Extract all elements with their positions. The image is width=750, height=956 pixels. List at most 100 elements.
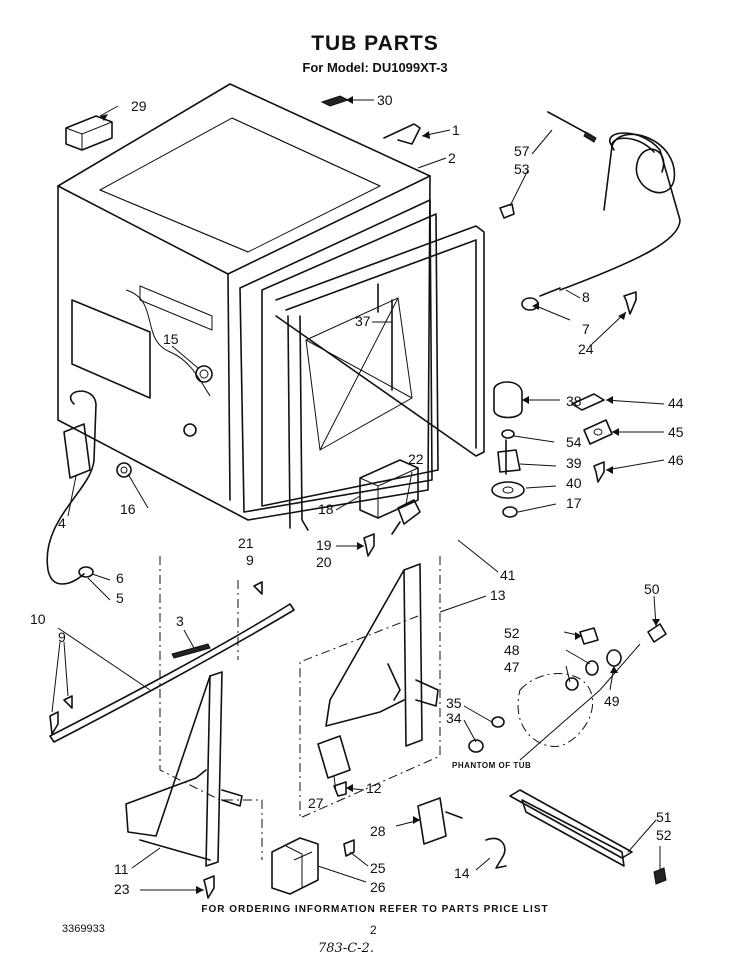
- callout-51: 51: [656, 809, 672, 825]
- callout-10: 10: [30, 611, 46, 627]
- part-23-screw: [203, 875, 215, 899]
- part-9-screw: [49, 581, 263, 735]
- callout-53: 53: [514, 161, 530, 177]
- part-30-pad: [320, 95, 350, 107]
- callout-25: 25: [370, 860, 386, 876]
- callout-48: 48: [504, 642, 520, 658]
- part-10-rail: [49, 603, 295, 743]
- part-57-rod: [547, 111, 597, 143]
- callout-20: 20: [316, 554, 332, 570]
- part-17-nut: [502, 506, 518, 518]
- part-1-clip: [383, 123, 421, 145]
- part-51-heater-element: [509, 789, 633, 867]
- callout-3: 3: [176, 613, 184, 629]
- part-25-screw: [343, 839, 355, 857]
- callout-21: 21: [238, 535, 254, 551]
- part-44-plate: [571, 393, 605, 411]
- part-50-fitting: [647, 623, 667, 643]
- callout-29: 29: [131, 98, 147, 114]
- leader-lines: [51, 99, 665, 891]
- phantom-of-tub-label: PHANTOM OF TUB: [452, 761, 531, 770]
- callout-13: 13: [490, 587, 506, 603]
- callout-11: 11: [114, 861, 129, 877]
- part-27-clip: [317, 735, 351, 779]
- part-38-float: [493, 381, 523, 419]
- part-46-screw: [593, 461, 605, 483]
- callout-52-upper: 52: [504, 625, 520, 641]
- part-3-strip: [171, 643, 211, 659]
- callout-22: 22: [408, 451, 424, 467]
- callout-37: 37: [355, 313, 371, 329]
- part-40-seal: [491, 481, 525, 499]
- callout-35: 35: [446, 695, 462, 711]
- callout-34: 34: [446, 710, 462, 726]
- tub-body: [57, 83, 485, 531]
- part-39-stem: [497, 439, 521, 475]
- callout-4: 4: [58, 515, 66, 531]
- callout-12: 12: [366, 780, 382, 796]
- part-18-bracket: [359, 459, 419, 519]
- callout-39: 39: [566, 455, 582, 471]
- callout-50: 50: [644, 581, 660, 597]
- callout-46: 46: [668, 452, 684, 468]
- part-34-nut: [468, 739, 484, 753]
- page-number: 2: [370, 923, 377, 937]
- callout-24: 24: [578, 341, 594, 357]
- part-6-clamp: [78, 566, 94, 578]
- part-48-washer: [585, 660, 599, 676]
- part-35-washer: [491, 716, 505, 728]
- part-19-screw: [363, 533, 375, 557]
- callout-27: 27: [308, 795, 324, 811]
- leader-arrowheads: [100, 96, 660, 894]
- part-54-clip: [501, 429, 515, 439]
- callout-2: 2: [448, 150, 456, 166]
- document-number: 3369933: [62, 923, 105, 935]
- callout-38: 38: [566, 393, 582, 409]
- callout-44: 44: [668, 395, 684, 411]
- callout-28: 28: [370, 823, 386, 839]
- part-11-arm-assembly: [125, 671, 243, 867]
- callout-41: 41: [500, 567, 516, 583]
- callout-52-lower: 52: [656, 827, 672, 843]
- callout-14: 14: [454, 865, 470, 881]
- part-52-cap-lower: [653, 867, 667, 885]
- callout-1: 1: [452, 122, 460, 138]
- callout-5: 5: [116, 590, 124, 606]
- callout-16: 16: [120, 501, 136, 517]
- callout-23: 23: [114, 881, 130, 897]
- part-29-block: [65, 115, 113, 151]
- part-16-washer: [116, 462, 132, 478]
- callout-26: 26: [370, 879, 386, 895]
- ordering-note: FOR ORDERING INFORMATION REFER TO PARTS …: [201, 904, 549, 915]
- part-14-hose: [485, 837, 507, 869]
- handwritten-mark: 783-C-2.: [318, 941, 374, 956]
- callout-19: 19: [316, 537, 332, 553]
- part-7-clamp: [521, 287, 561, 311]
- callout-54: 54: [566, 434, 582, 450]
- part-22-fitting: [391, 499, 421, 535]
- callout-18: 18: [318, 501, 334, 517]
- part-15-nut: [195, 365, 213, 383]
- callout-9-lower: 9: [58, 629, 66, 645]
- callout-47: 47: [504, 659, 520, 675]
- part-49-nut: [606, 649, 622, 667]
- model-subtitle: For Model: DU1099XT-3: [302, 60, 448, 75]
- callout-40: 40: [566, 475, 582, 491]
- part-4-hose: [46, 390, 97, 585]
- callout-30: 30: [377, 92, 393, 108]
- part-47-gasket: [565, 677, 579, 691]
- callout-6: 6: [116, 570, 124, 586]
- part-24-screw: [623, 291, 637, 315]
- page-title: TUB PARTS: [311, 32, 439, 55]
- callout-17: 17: [566, 495, 582, 511]
- callout-49: 49: [604, 693, 620, 709]
- part-12-screw: [333, 781, 347, 797]
- part-28-bracket: [417, 797, 463, 845]
- callout-8: 8: [582, 289, 590, 305]
- part-53-screw: [499, 203, 515, 219]
- part-26-valve: [271, 837, 319, 895]
- callout-57: 57: [514, 143, 530, 159]
- part-13-arm-assembly: [325, 563, 439, 747]
- callout-45: 45: [668, 424, 684, 440]
